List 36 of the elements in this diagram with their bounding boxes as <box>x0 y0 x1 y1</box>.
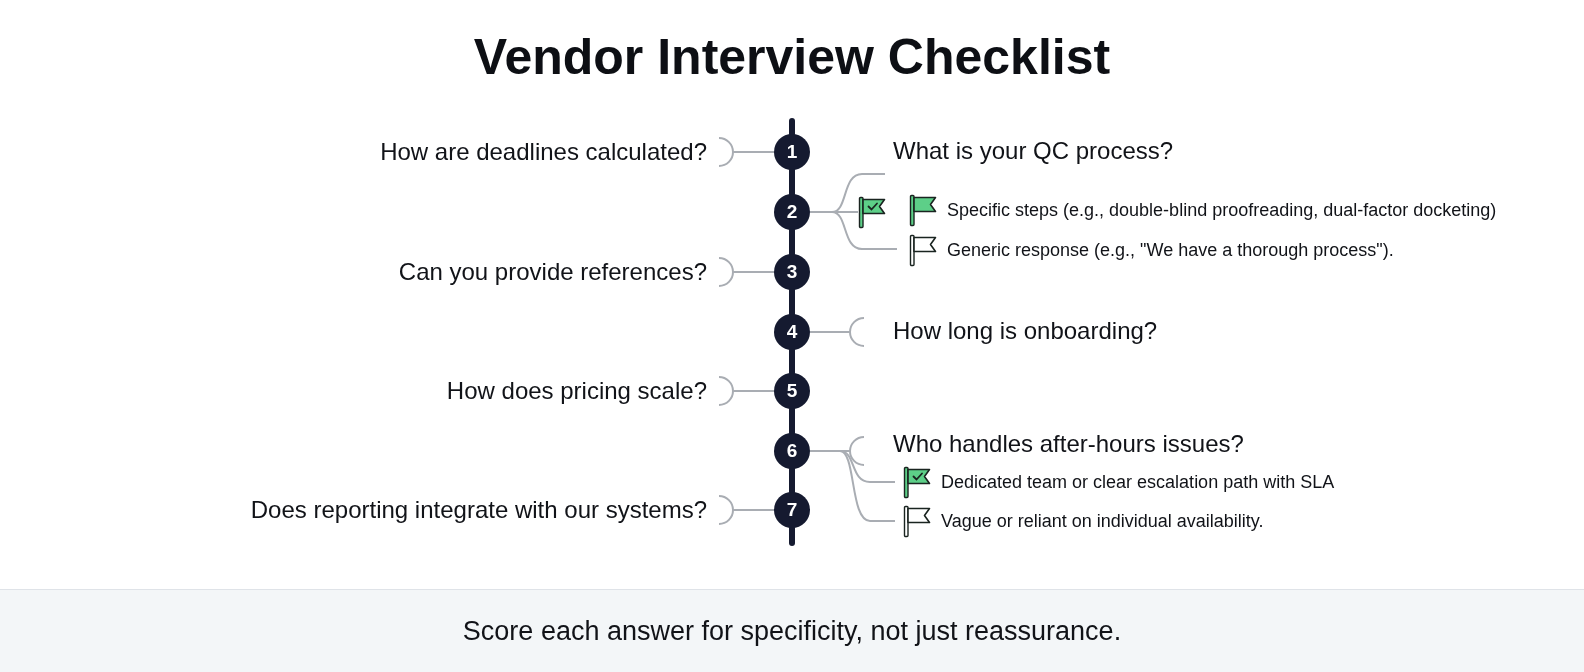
step-number-circle: 5 <box>774 373 810 409</box>
question-text: Who handles after-hours issues? <box>893 430 1244 458</box>
timeline-line <box>789 525 795 546</box>
step-number-circle: 6 <box>774 433 810 469</box>
connector-line <box>718 257 775 287</box>
timeline-line <box>789 118 795 137</box>
answer-text: Vague or reliant on individual availability. <box>941 510 1264 532</box>
branch-line <box>809 450 896 522</box>
timeline-line <box>789 406 795 436</box>
connector-line <box>718 376 775 406</box>
step-number-circle: 2 <box>774 194 810 230</box>
checked-flag-icon <box>858 196 886 229</box>
question-text: How long is onboarding? <box>893 317 1158 345</box>
connector-line <box>718 495 775 525</box>
answer-text: Dedicated team or clear escalation path with SLA <box>941 471 1335 493</box>
branch-line <box>809 211 898 250</box>
question-text: What is your QC process? <box>893 137 1174 165</box>
step-number-circle: 3 <box>774 254 810 290</box>
title: Vendor Interview Checklist <box>473 28 1111 87</box>
step-number-circle: 1 <box>774 134 810 170</box>
caption: Score each answer for specificity, not just reassurance. <box>462 615 1122 647</box>
answer-text: Generic response (e.g., "We have a thorough process"). <box>947 239 1394 261</box>
timeline-line <box>789 167 795 197</box>
timeline-line <box>789 466 795 495</box>
question-text: How does pricing scale? <box>446 377 707 405</box>
answer-text: Specific steps (e.g., double-blind proofreading, dual-factor docketing) <box>947 199 1497 221</box>
connector-line <box>809 317 865 347</box>
timeline-line <box>789 287 795 317</box>
step-number-circle: 7 <box>774 492 810 528</box>
question-text: Does reporting integrate with our systems? <box>250 496 707 524</box>
timeline-line <box>789 347 795 376</box>
step-number-circle: 4 <box>774 314 810 350</box>
connector-line <box>718 137 775 167</box>
question-text: Can you provide references? <box>398 258 707 286</box>
timeline-line <box>789 227 795 257</box>
question-text: How are deadlines calculated? <box>380 138 707 166</box>
